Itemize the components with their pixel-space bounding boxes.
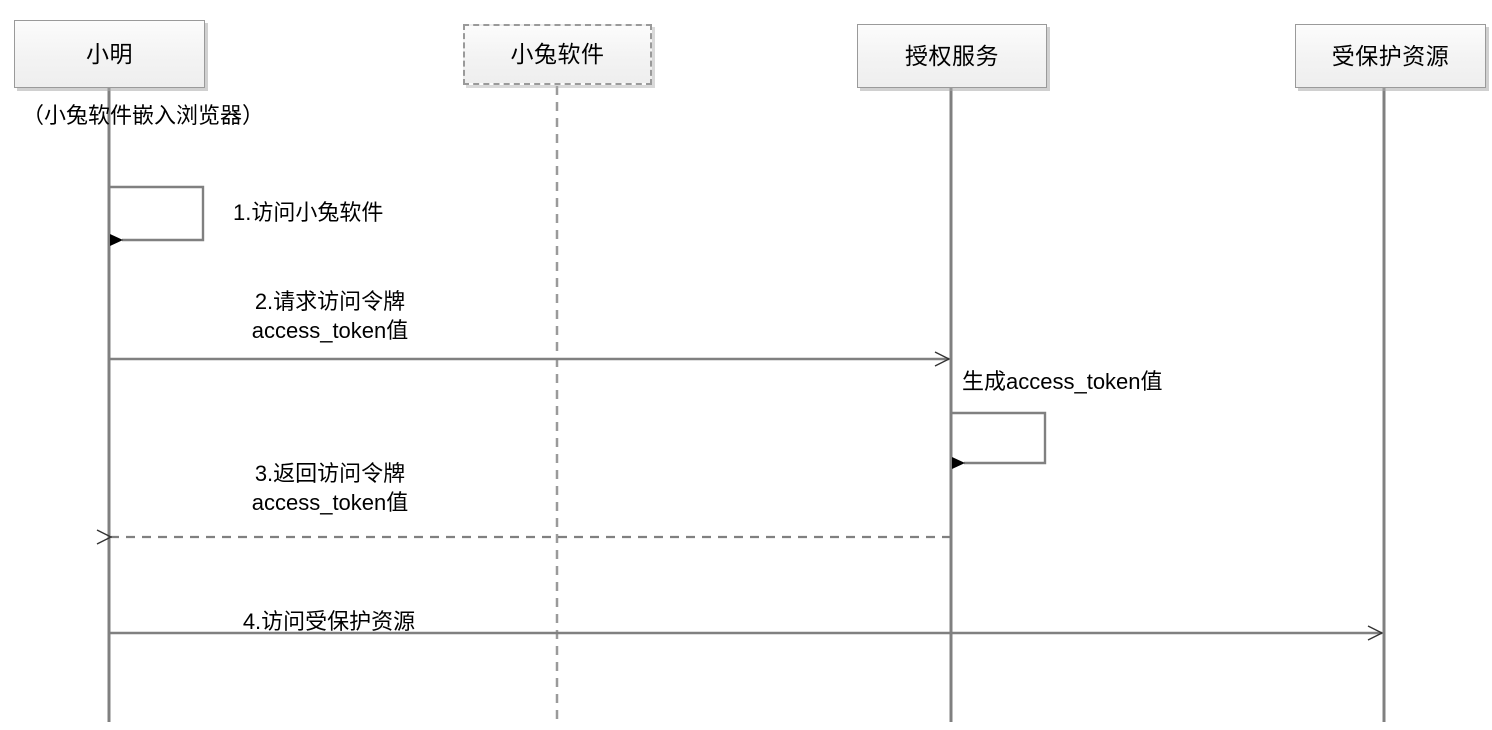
message-2-label: 2.请求访问令牌 access_token值: [252, 288, 409, 345]
message-4-label-line-1: 4.访问受保护资源: [242, 609, 416, 634]
lifelines: [107, 86, 1386, 722]
participant-label-user: 小明: [86, 40, 133, 67]
message-3-label-line-1: 3.返回访问令牌: [254, 461, 406, 486]
message-generate-token-self-loop: [951, 411, 1047, 469]
note-browser-embed: （小兔软件嵌入浏览器）: [22, 103, 265, 128]
message-generate-token-label: 生成access_token值: [962, 368, 1163, 397]
participant-label-resource: 受保护资源: [1331, 42, 1450, 69]
message-generate-token-label-line-1: 生成access_token值: [962, 369, 1163, 394]
message-4-label: 4.访问受保护资源: [243, 608, 415, 637]
message-2-label-line-1: 2.请求访问令牌: [254, 289, 406, 314]
message-1-label-line-1: 1.访问小兔软件: [233, 200, 384, 225]
participant-label-app: 小兔软件: [510, 41, 605, 67]
message-1-self-loop: [109, 185, 205, 246]
participant-box-user[interactable]: 小明: [14, 20, 205, 88]
message-2-label-line-2: access_token值: [251, 317, 409, 343]
message-1-label: 1.访问小兔软件: [233, 199, 383, 228]
participant-box-resource[interactable]: 受保护资源: [1295, 24, 1486, 88]
message-3-label-line-2: access_token值: [251, 489, 409, 515]
participant-box-app[interactable]: 小兔软件: [463, 24, 652, 85]
participant-label-authsvc: 授权服务: [905, 42, 999, 69]
message-3-label: 3.返回访问令牌 access_token值: [252, 460, 409, 517]
participant-box-authsvc[interactable]: 授权服务: [857, 24, 1047, 88]
